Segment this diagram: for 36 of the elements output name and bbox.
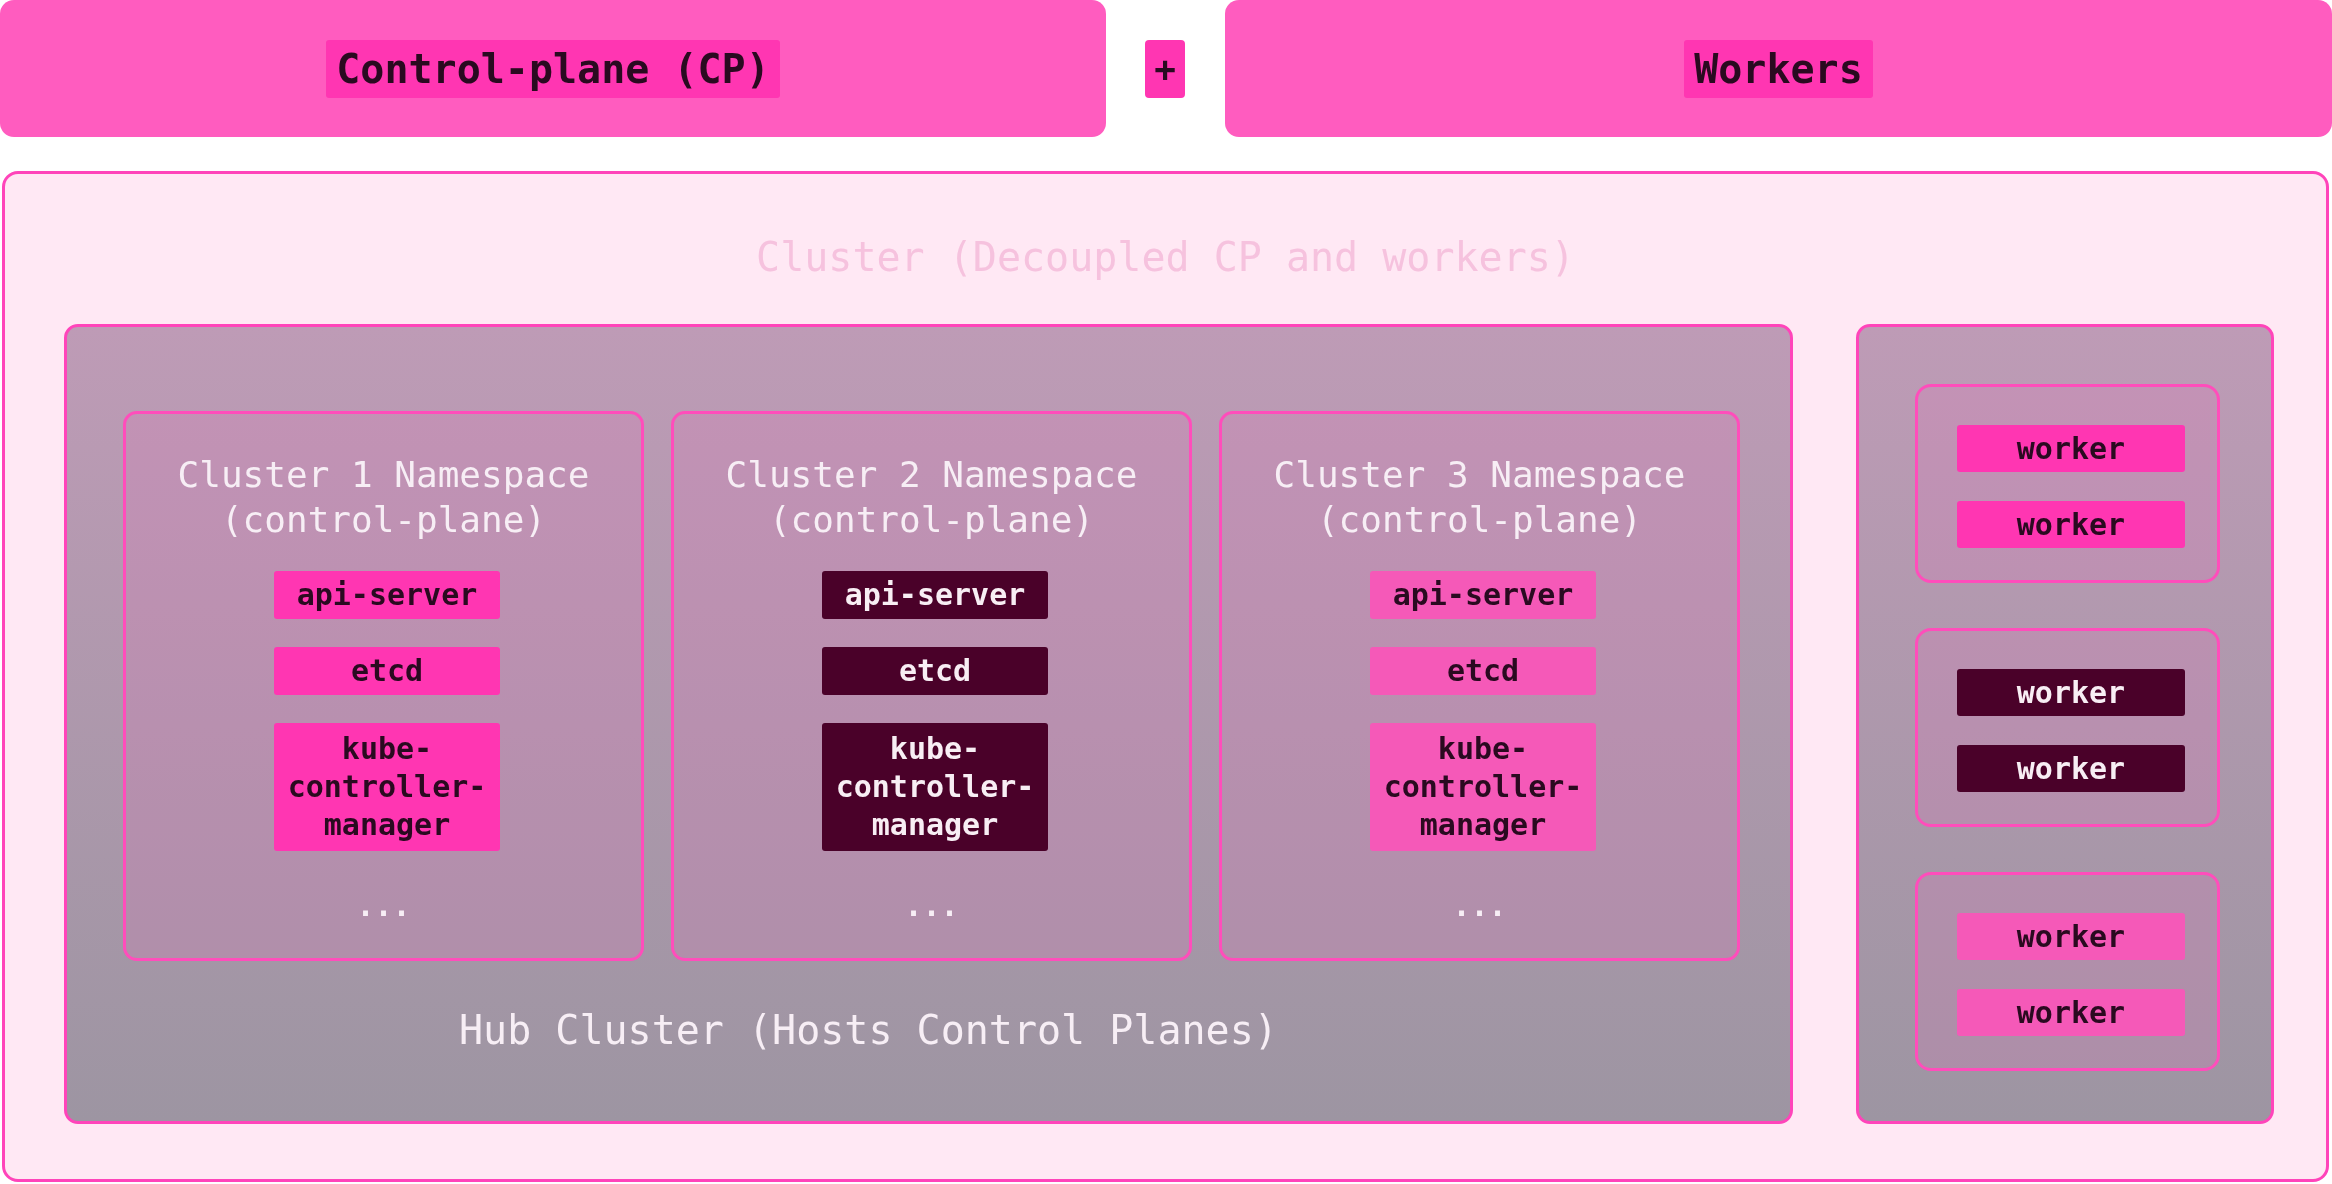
worker-block: worker	[1957, 989, 2185, 1036]
panel-title: Cluster 3 Namespace (control-plane)	[1272, 453, 1687, 542]
ellipsis-text: ...	[904, 888, 959, 924]
service-block: api-server	[822, 571, 1048, 619]
namespace-panel	[671, 411, 1192, 961]
hub-cluster-panel	[64, 324, 1793, 1124]
worker-group-panel	[1915, 384, 2220, 583]
namespace-panel	[1219, 411, 1740, 961]
header-label: Control-plane (CP)	[326, 39, 780, 98]
service-block: kube-controller-manager	[274, 723, 500, 851]
service-block: etcd	[274, 647, 500, 695]
service-block: api-server	[274, 571, 500, 619]
panel-title: Cluster 2 Namespace (control-plane)	[724, 453, 1139, 542]
panel-title: Hub Cluster (Hosts Control Planes)	[459, 1006, 1278, 1055]
service-block: etcd	[822, 647, 1048, 695]
header-label: Workers	[1684, 39, 1873, 98]
worker-block: worker	[1957, 501, 2185, 548]
ellipsis-text: ...	[1452, 888, 1507, 924]
namespace-panel	[123, 411, 644, 961]
worker-block: worker	[1957, 425, 2185, 472]
header-bar	[0, 0, 1106, 137]
worker-block: worker	[1957, 669, 2185, 716]
worker-group-panel	[1915, 628, 2220, 827]
service-block: kube-controller-manager	[1370, 723, 1596, 851]
service-block: api-server	[1370, 571, 1596, 619]
workers-panel	[1856, 324, 2274, 1124]
ellipsis-text: ...	[356, 888, 411, 924]
header-bar	[1225, 0, 2332, 137]
panel-title: Cluster 1 Namespace (control-plane)	[176, 453, 591, 542]
worker-block: worker	[1957, 745, 2185, 792]
cluster-panel	[2, 171, 2329, 1182]
worker-group-panel	[1915, 872, 2220, 1071]
service-block: kube-controller-manager	[822, 723, 1048, 851]
worker-block: worker	[1957, 913, 2185, 960]
plus-sign: +	[1145, 40, 1185, 98]
service-block: etcd	[1370, 647, 1596, 695]
